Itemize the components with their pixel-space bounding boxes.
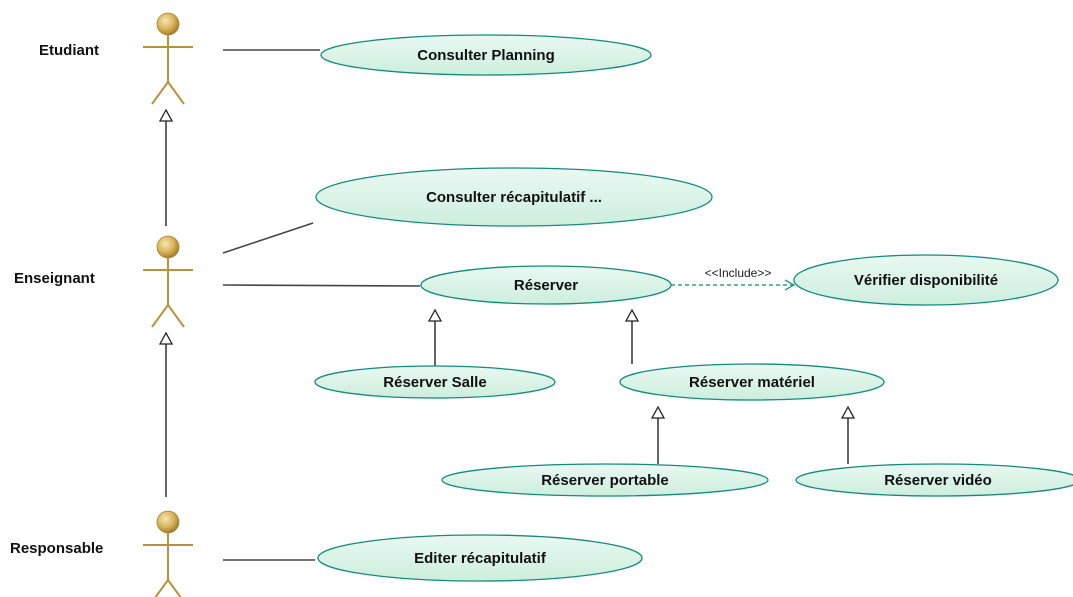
actor-etudiant-label: Etudiant [39,42,99,59]
actor-body-icon [143,533,193,597]
usecase-consulter-recap-label: Consulter récapitulatif ... [426,189,602,206]
actor-enseignant: Enseignant [14,235,193,328]
usecase-reserver-salle[interactable]: Réserver Salle [314,365,556,399]
include-relation: <<Include>> [671,266,796,291]
usecase-reserver-portable[interactable]: Réserver portable [441,463,769,497]
association-enseignant-reserver [222,284,421,287]
actor-etudiant: Etudiant [39,12,193,105]
generalization-materiel-reserver [624,308,640,364]
usecase-verifier-disponibilite[interactable]: Vérifier disponibilité [793,254,1059,306]
actor-body-icon [143,258,193,328]
usecase-consulter-recap[interactable]: Consulter récapitulatif ... [315,167,713,227]
actor-enseignant-label: Enseignant [14,270,95,287]
usecase-editer-recap-label: Editer récapitulatif [414,550,547,567]
actor-body-icon [143,35,193,105]
generalization-responsable-enseignant [158,331,174,497]
usecase-reserver-label: Réserver [514,277,578,294]
actor-responsable-label: Responsable [10,540,103,557]
generalization-salle-reserver [427,308,443,368]
usecase-consulter-planning-label: Consulter Planning [417,47,555,64]
actor-head-icon [156,12,180,36]
generalization-portable-materiel [650,405,666,464]
usecase-reserver-video[interactable]: Réserver vidéo [795,463,1073,497]
association-enseignant-recap [222,222,314,254]
include-label: <<Include>> [705,266,772,280]
usecase-reserver-materiel[interactable]: Réserver matériel [619,363,885,401]
generalization-video-materiel [840,405,856,464]
actor-responsable: Responsable [10,510,193,597]
usecase-reserver[interactable]: Réserver [420,265,672,305]
generalization-enseignant-etudiant [158,108,174,226]
usecase-consulter-planning[interactable]: Consulter Planning [320,34,652,76]
usecase-editer-recap[interactable]: Editer récapitulatif [317,534,643,582]
usecase-verifier-disponibilite-label: Vérifier disponibilité [854,272,998,289]
usecase-reserver-video-label: Réserver vidéo [884,472,992,489]
actor-head-icon [156,510,180,534]
usecase-reserver-portable-label: Réserver portable [541,472,669,489]
actor-head-icon [156,235,180,259]
usecase-reserver-salle-label: Réserver Salle [383,374,486,391]
usecase-reserver-materiel-label: Réserver matériel [689,374,815,391]
